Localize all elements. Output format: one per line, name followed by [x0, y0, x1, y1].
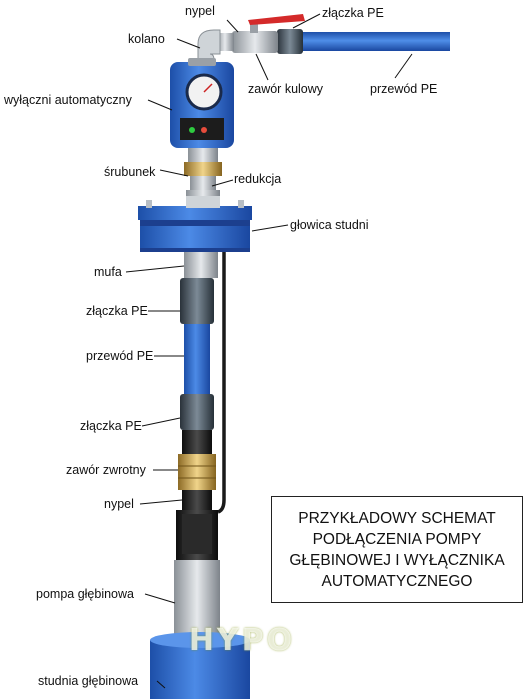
well-casing-rim: [150, 632, 250, 648]
title-line-1: PRZYKŁADOWY SCHEMAT: [298, 509, 496, 527]
logo-text: HYPO: [188, 622, 296, 658]
top-pe-fitting: [277, 29, 303, 54]
elbow: [197, 29, 221, 61]
fitting-base: [182, 430, 212, 454]
label-redukcja: redukcja: [234, 172, 282, 186]
vertical-pe-pipe: [184, 324, 210, 396]
label-pompa: pompa głębinowa: [36, 587, 134, 601]
leader-lines: [125, 13, 413, 689]
valve-handle: [248, 14, 305, 25]
label-przewod-pe-mid: przewód PE: [86, 349, 154, 363]
label-glowica: głowica studni: [290, 218, 369, 232]
label-zlaczka-pe-1: złączka PE: [86, 304, 148, 318]
label-nypel-top: nypel: [185, 4, 215, 18]
label-nypel-bottom: nypel: [104, 497, 134, 511]
label-zawor-zwrotny: zawór zwrotny: [66, 463, 146, 477]
pressure-switch: [170, 58, 234, 148]
well-casing: [150, 640, 250, 699]
label-zlaczka-pe-top: złączka PE: [322, 6, 384, 20]
ball-valve: [232, 14, 305, 53]
label-przewod-pe-top: przewód PE: [370, 82, 438, 96]
label-mufa: mufa: [94, 265, 122, 279]
top-pe-pipe: [277, 29, 450, 54]
label-wylacznik: wyłączni automatyczny: [4, 93, 132, 107]
title-line-3: GŁĘBINOWEJ I WYŁĄCZNIKA: [289, 551, 505, 569]
socket: [184, 252, 218, 278]
union-nut: [184, 162, 222, 176]
title-line-4: AUTOMATYCZNEGO: [321, 572, 473, 590]
label-studnia: studnia głębinowa: [38, 674, 139, 688]
reducer: [190, 176, 216, 190]
label-zawor-kulowy: zawór kulowy: [248, 82, 324, 96]
hypo-logo-watermark: HYPO: [182, 620, 302, 660]
power-cable: [217, 252, 226, 514]
well-head: [138, 196, 252, 252]
bottom-nipple: [182, 490, 212, 510]
title-box: PRZYKŁADOWY SCHEMAT PODŁĄCZENIA POMPY GŁ…: [271, 496, 523, 603]
pe-fitting-upper: [180, 278, 214, 324]
title-line-2: PODŁĄCZENIA POMPY: [312, 530, 482, 548]
deep-well-pump: [174, 510, 220, 640]
pe-fitting-lower: [180, 394, 214, 430]
label-srubunek: śrubunek: [104, 165, 156, 179]
label-kolano: kolano: [128, 32, 165, 46]
check-valve: [178, 454, 216, 490]
label-zlaczka-pe-2: złączka PE: [80, 419, 142, 433]
union-top: [188, 148, 218, 162]
